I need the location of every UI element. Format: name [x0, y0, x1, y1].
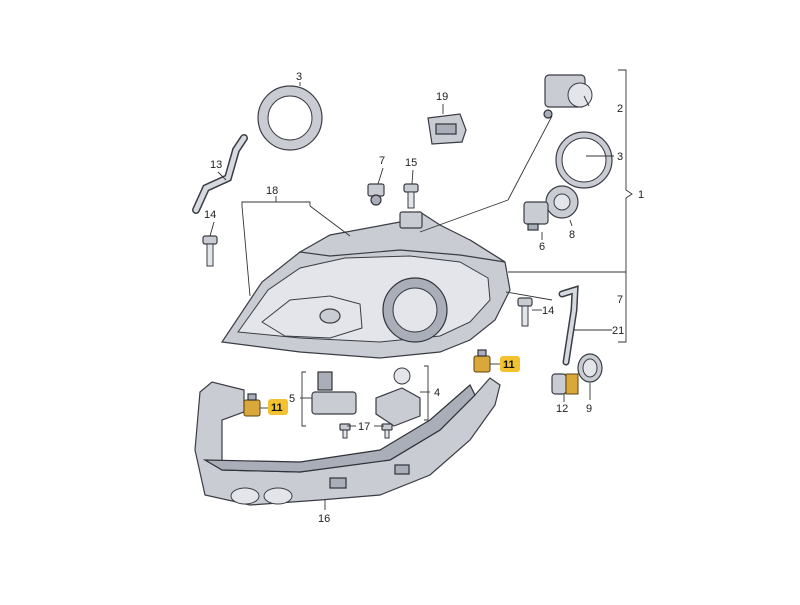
- seal-ring-top: [257, 85, 323, 151]
- level-motor: [543, 74, 593, 119]
- seal-ring-right: [555, 131, 613, 189]
- callout-3-right: 3: [617, 151, 623, 163]
- callout-9: 9: [586, 403, 592, 415]
- screw-17-right: [381, 423, 393, 439]
- screw-right: [517, 297, 533, 327]
- dust-cap: [577, 353, 603, 383]
- connector-19: [427, 113, 467, 145]
- callout-3-top: 3: [296, 71, 302, 83]
- side-bulb: [551, 373, 579, 395]
- callout-6: 6: [539, 241, 545, 253]
- callout-19: 19: [436, 91, 448, 103]
- screw-left: [202, 235, 218, 267]
- callout-5: 5: [289, 393, 295, 405]
- xenon-bulb: [523, 201, 549, 231]
- ballast: [375, 367, 421, 427]
- clip-nut-right: [473, 349, 491, 373]
- callout-4: 4: [434, 387, 440, 399]
- screw-15: [403, 183, 419, 209]
- lower-bracket: [194, 377, 501, 506]
- plug-top: [367, 183, 385, 206]
- callout-1: 1: [638, 189, 644, 201]
- highlight-11-left: [268, 399, 288, 415]
- callout-21: 21: [612, 325, 624, 337]
- callout-7-right: 7: [617, 294, 623, 306]
- callout-13: 13: [210, 159, 222, 171]
- callout-11-left: 11: [271, 402, 283, 414]
- retaining-bracket: [558, 285, 579, 366]
- callout-14-right: 14: [542, 305, 554, 317]
- callout-16: 16: [318, 513, 330, 525]
- callout-11-right: 11: [503, 359, 515, 371]
- clip-nut-left: [243, 393, 261, 417]
- callout-14-left: 14: [204, 209, 216, 221]
- callout-7-top: 7: [379, 155, 385, 167]
- callout-8: 8: [569, 229, 575, 241]
- leader-lines: [209, 69, 633, 510]
- screw-17-left: [339, 423, 351, 439]
- bulb-holder: [545, 185, 579, 219]
- headlamp-housing: [220, 211, 511, 359]
- callout-18: 18: [266, 185, 278, 197]
- callout-2: 2: [617, 103, 623, 115]
- highlight-11-right: [500, 356, 520, 372]
- vent-hose: [192, 134, 248, 214]
- ignitor: [311, 371, 357, 415]
- callout-15: 15: [405, 157, 417, 169]
- callout-12: 12: [556, 403, 568, 415]
- callout-17: 17: [358, 421, 370, 433]
